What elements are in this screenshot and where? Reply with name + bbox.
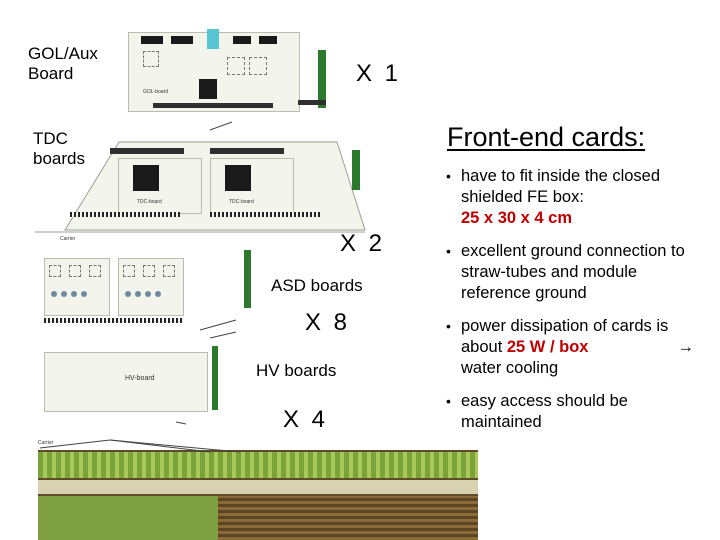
callout-lines xyxy=(39,121,241,453)
bullet-list: have to fit inside the closed shielded F… xyxy=(446,166,708,445)
x4-multiplier: X 4 xyxy=(283,406,329,433)
gol-aux-label: GOL/Aux Board xyxy=(28,44,98,83)
hv-carrier-strip xyxy=(38,450,478,540)
x8-multiplier: X 8 xyxy=(305,309,351,336)
asd-board-image-1 xyxy=(44,258,110,316)
x1-multiplier: X 1 xyxy=(356,60,402,87)
arrow-icon: → xyxy=(677,338,695,356)
tdc-board-image-1: TDC-board xyxy=(118,158,202,214)
gol-side-connector xyxy=(318,50,326,108)
hv-board-image: HV-board xyxy=(44,352,208,412)
asd-label: ASD boards xyxy=(271,276,363,295)
bullet-item-power: power dissipation of cards is about 25 W… xyxy=(446,316,708,379)
asd-board-image-2 xyxy=(118,258,184,316)
hv-label: HV boards xyxy=(256,361,337,380)
bullet-item-ground: excellent ground connection to straw-tub… xyxy=(446,241,708,304)
gol-aux-board-image: GOL-board xyxy=(128,29,300,112)
box-dimensions: 25 x 30 x 4 cm xyxy=(461,209,573,227)
bullet-item-fit: have to fit inside the closed shielded F… xyxy=(446,166,708,229)
panel-title: Front-end cards: xyxy=(447,122,646,152)
x2-multiplier: X 2 xyxy=(340,230,386,257)
bullet-item-access: easy access should be maintained xyxy=(446,391,708,433)
tdc-label: TDC boards xyxy=(33,129,85,168)
power-value: 25 W / box xyxy=(506,338,589,356)
